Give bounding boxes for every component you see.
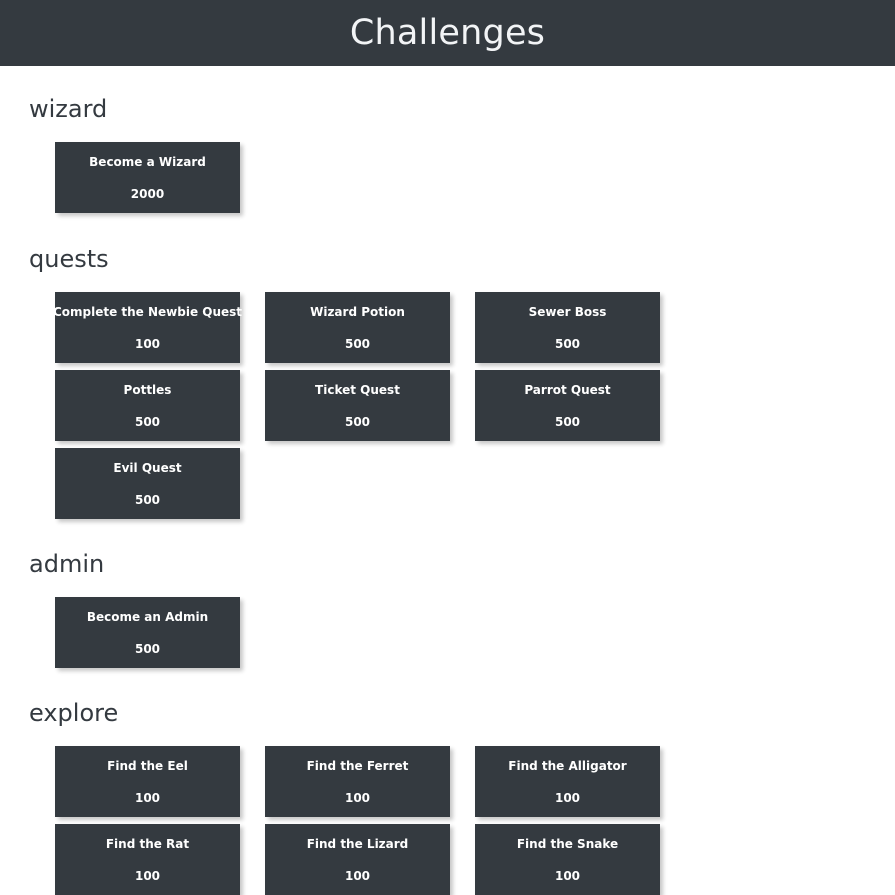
challenge-card-value: 100	[554, 790, 581, 805]
challenge-card-value: 100	[554, 868, 581, 883]
challenge-card-title: Find the Lizard	[306, 836, 409, 851]
section-admin: admin Become an Admin 500	[0, 519, 895, 668]
challenge-card-title: Become an Admin	[86, 609, 209, 624]
section-heading-explore: explore	[29, 699, 119, 727]
challenge-card-value: 500	[344, 336, 371, 351]
challenges-page-body: wizard Become a Wizard 2000 quests Compl…	[0, 66, 895, 895]
challenge-card-value: 500	[554, 414, 581, 429]
challenge-card-value: 100	[134, 868, 161, 883]
challenge-card-title: Parrot Quest	[524, 382, 611, 397]
challenge-card[interactable]: Find the Ferret 100	[265, 746, 450, 817]
challenge-card-title: Become a Wizard	[89, 154, 206, 169]
challenge-card-value: 100	[344, 868, 371, 883]
challenge-card-value: 100	[134, 336, 161, 351]
challenge-card-value: 500	[134, 414, 161, 429]
challenge-card-title: Ticket Quest	[315, 382, 400, 397]
challenge-card-title: Find the Alligator	[508, 758, 627, 773]
challenge-card[interactable]: Become an Admin 500	[55, 597, 240, 668]
section-heading-wizard: wizard	[29, 95, 108, 123]
challenge-card[interactable]: Pottles 500	[55, 370, 240, 441]
challenge-card[interactable]: Find the Snake 100	[475, 824, 660, 895]
card-grid-admin: Become an Admin 500	[0, 597, 895, 668]
card-grid-wizard: Become a Wizard 2000	[0, 142, 895, 213]
challenge-card-title: Find the Ferret	[306, 758, 409, 773]
challenge-card[interactable]: Evil Quest 500	[55, 448, 240, 519]
challenge-card-value: 100	[344, 790, 371, 805]
page-title: Challenges	[349, 12, 546, 53]
challenge-card-title: Pottles	[123, 382, 172, 397]
challenge-card[interactable]: Find the Eel 100	[55, 746, 240, 817]
challenge-card[interactable]: Become a Wizard 2000	[55, 142, 240, 213]
challenge-card[interactable]: Parrot Quest 500	[475, 370, 660, 441]
challenge-card[interactable]: Wizard Potion 500	[265, 292, 450, 363]
challenge-card-value: 2000	[130, 186, 165, 201]
challenge-card[interactable]: Find the Alligator 100	[475, 746, 660, 817]
card-grid-quests: Complete the Newbie Quest 100 Wizard Pot…	[0, 292, 895, 519]
challenge-card-title: Find the Rat	[105, 836, 190, 851]
challenge-card-value: 100	[134, 790, 161, 805]
challenge-card-title: Find the Eel	[107, 758, 188, 773]
challenge-card-title: Wizard Potion	[310, 304, 405, 319]
challenge-card-title: Evil Quest	[113, 460, 182, 475]
section-heading-quests: quests	[29, 245, 109, 273]
challenge-card-title: Find the Snake	[516, 836, 619, 851]
challenge-card[interactable]: Complete the Newbie Quest 100	[52, 292, 243, 363]
section-heading-admin: admin	[29, 550, 105, 578]
challenge-card[interactable]: Find the Lizard 100	[265, 824, 450, 895]
challenge-card[interactable]: Sewer Boss 500	[475, 292, 660, 363]
section-explore: explore Find the Eel 100 Find the Ferret…	[0, 668, 895, 895]
challenge-card-title: Complete the Newbie Quest	[52, 304, 243, 319]
card-grid-explore: Find the Eel 100 Find the Ferret 100 Fin…	[0, 746, 895, 895]
challenge-card[interactable]: Find the Rat 100	[55, 824, 240, 895]
challenge-card-value: 500	[554, 336, 581, 351]
app-header-bar: Challenges	[0, 0, 895, 66]
challenge-card-value: 500	[134, 641, 161, 656]
challenge-card-value: 500	[344, 414, 371, 429]
section-wizard: wizard Become a Wizard 2000	[0, 66, 895, 213]
section-quests: quests Complete the Newbie Quest 100 Wiz…	[0, 213, 895, 519]
challenge-card[interactable]: Ticket Quest 500	[265, 370, 450, 441]
challenge-card-title: Sewer Boss	[528, 304, 607, 319]
challenge-card-value: 500	[134, 492, 161, 507]
